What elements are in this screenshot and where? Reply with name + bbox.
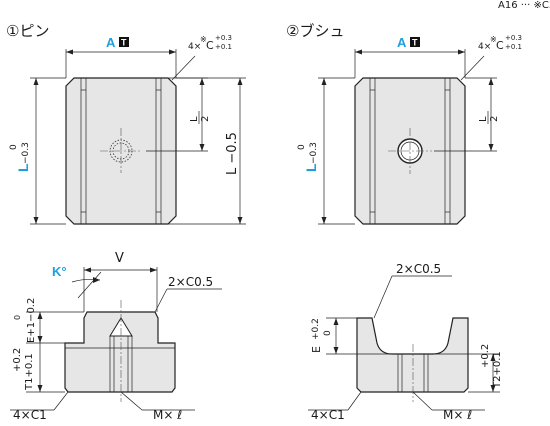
bushing-side-view: 2×C0.5 E +0.2 0 +0.2 T2+0.1 [308,262,503,422]
bushing-dim-l-tol-low: −0.3 [309,142,319,164]
pin-dim-l: L 0 −0.3 [9,77,66,225]
pin-dim-e1-tol: 0 [13,315,22,320]
pin-dim-e1-label: E+1−0.2 [26,298,37,343]
pin-dim-a-box [119,37,129,47]
pin-dim-l-tol-up: 0 [9,144,19,150]
bushing-dim-a-label: A [397,35,407,50]
pin-dim-l-label: L [15,163,31,172]
pin-chamfer-callout: 4× ※ C +0.3 +0.1 [171,34,232,81]
pin-dim-v-label: V [115,251,124,266]
bushing-dim-a-box-text: T [412,38,418,48]
bushing-chamfer-tol-low: +0.1 [505,43,522,51]
pin-thread-label: M× ℓ [153,408,182,422]
pin-dim-l-minus: L −0.5 [168,77,246,225]
bushing-bottom-callouts: 4×C1 M× ℓ [308,391,485,422]
bushing-top-chamfer-label: 2×C0.5 [396,262,441,276]
bushing-title: ②ブシュ [286,22,344,40]
bushing-dim-l-half: L 2 [434,77,500,152]
pin-dim-e1-t1: 0 E+1−0.2 +0.2 T1+0.1 [12,298,84,393]
bushing-chamfer-c: C [496,39,504,52]
pin-side-view: V K° 2×C0.5 [10,251,222,422]
bushing-dim-t2-tol: +0.2 [480,344,491,368]
bushing-chamfer-prefix: 4× [478,42,491,52]
bushing-dim-t2: +0.2 T2+0.1 [433,344,503,393]
pin-chamfer-tol-up: +0.3 [215,34,232,42]
bushing-top-view: ②ブシュ A T 4× ※ C +0.3 +0.1 [286,22,522,225]
pin-title: ①ピン [6,22,49,40]
pin-dim-t1-label: T1+0.1 [24,353,35,391]
bushing-l-half-den: 2 [489,116,500,122]
bushing-thread-label: M× ℓ [443,408,472,422]
pin-dim-a: A T [65,35,177,78]
bushing-dim-l: L 0 −0.3 [297,77,355,225]
pin-l-half-num: L [189,116,200,122]
pin-dim-k: K° [52,264,102,299]
pin-bottom-chamfer-label: 4×C1 [13,408,47,422]
pin-side-body [64,311,176,393]
pin-dim-l-minus-label: L −0.5 [225,132,240,175]
bushing-chamfer-mark: ※ [490,35,497,44]
pin-dim-l-tol-low: −0.3 [21,142,31,164]
bushing-bottom-chamfer-label: 4×C1 [311,408,345,422]
bushing-dim-a: A T [354,35,466,78]
pin-chamfer-c: C [206,39,214,52]
bushing-side-body [356,317,469,393]
pin-top-view: ①ピン A T 4× ※ C +0.3 +0.1 [6,22,246,225]
pin-dim-a-label: A [106,35,116,50]
bushing-chamfer-tol-up: +0.3 [505,34,522,42]
bushing-chamfer-callout: 4× ※ C +0.3 +0.1 [460,34,522,81]
bushing-dim-a-box [410,37,420,47]
bushing-dim-l-label: L [303,163,319,172]
bushing-dim-e-tol-up: +0.2 [311,318,321,340]
pin-chamfer-mark: ※ [200,35,207,44]
pin-dim-k-label: K° [52,264,67,279]
bushing-top-chamfer: 2×C0.5 [373,262,452,319]
bushing-dim-l-tol-up: 0 [297,144,307,150]
pin-bottom-callouts: 4×C1 M× ℓ [10,391,195,422]
pin-dim-a-box-text: T [121,38,127,48]
pin-chamfer-prefix: 4× [188,42,201,52]
pin-chamfer-tol-low: +0.1 [215,43,232,51]
bushing-dim-e-tol-low: 0 [323,330,333,336]
pin-top-chamfer: 2×C0.5 [154,275,222,313]
pin-dim-v: V [83,251,158,312]
header-note: A16 ··· ※C3 [498,0,550,11]
bushing-dim-e-label: E [310,346,323,353]
pin-l-half-den: 2 [200,116,211,122]
bushing-l-half-num: L [478,116,489,122]
bushing-dim-t2-label: T2+0.1 [492,351,503,389]
pin-dim-t1-tol: +0.2 [12,348,23,372]
bushing-dim-e: E +0.2 0 [310,317,390,355]
pin-top-chamfer-label: 2×C0.5 [168,275,213,289]
